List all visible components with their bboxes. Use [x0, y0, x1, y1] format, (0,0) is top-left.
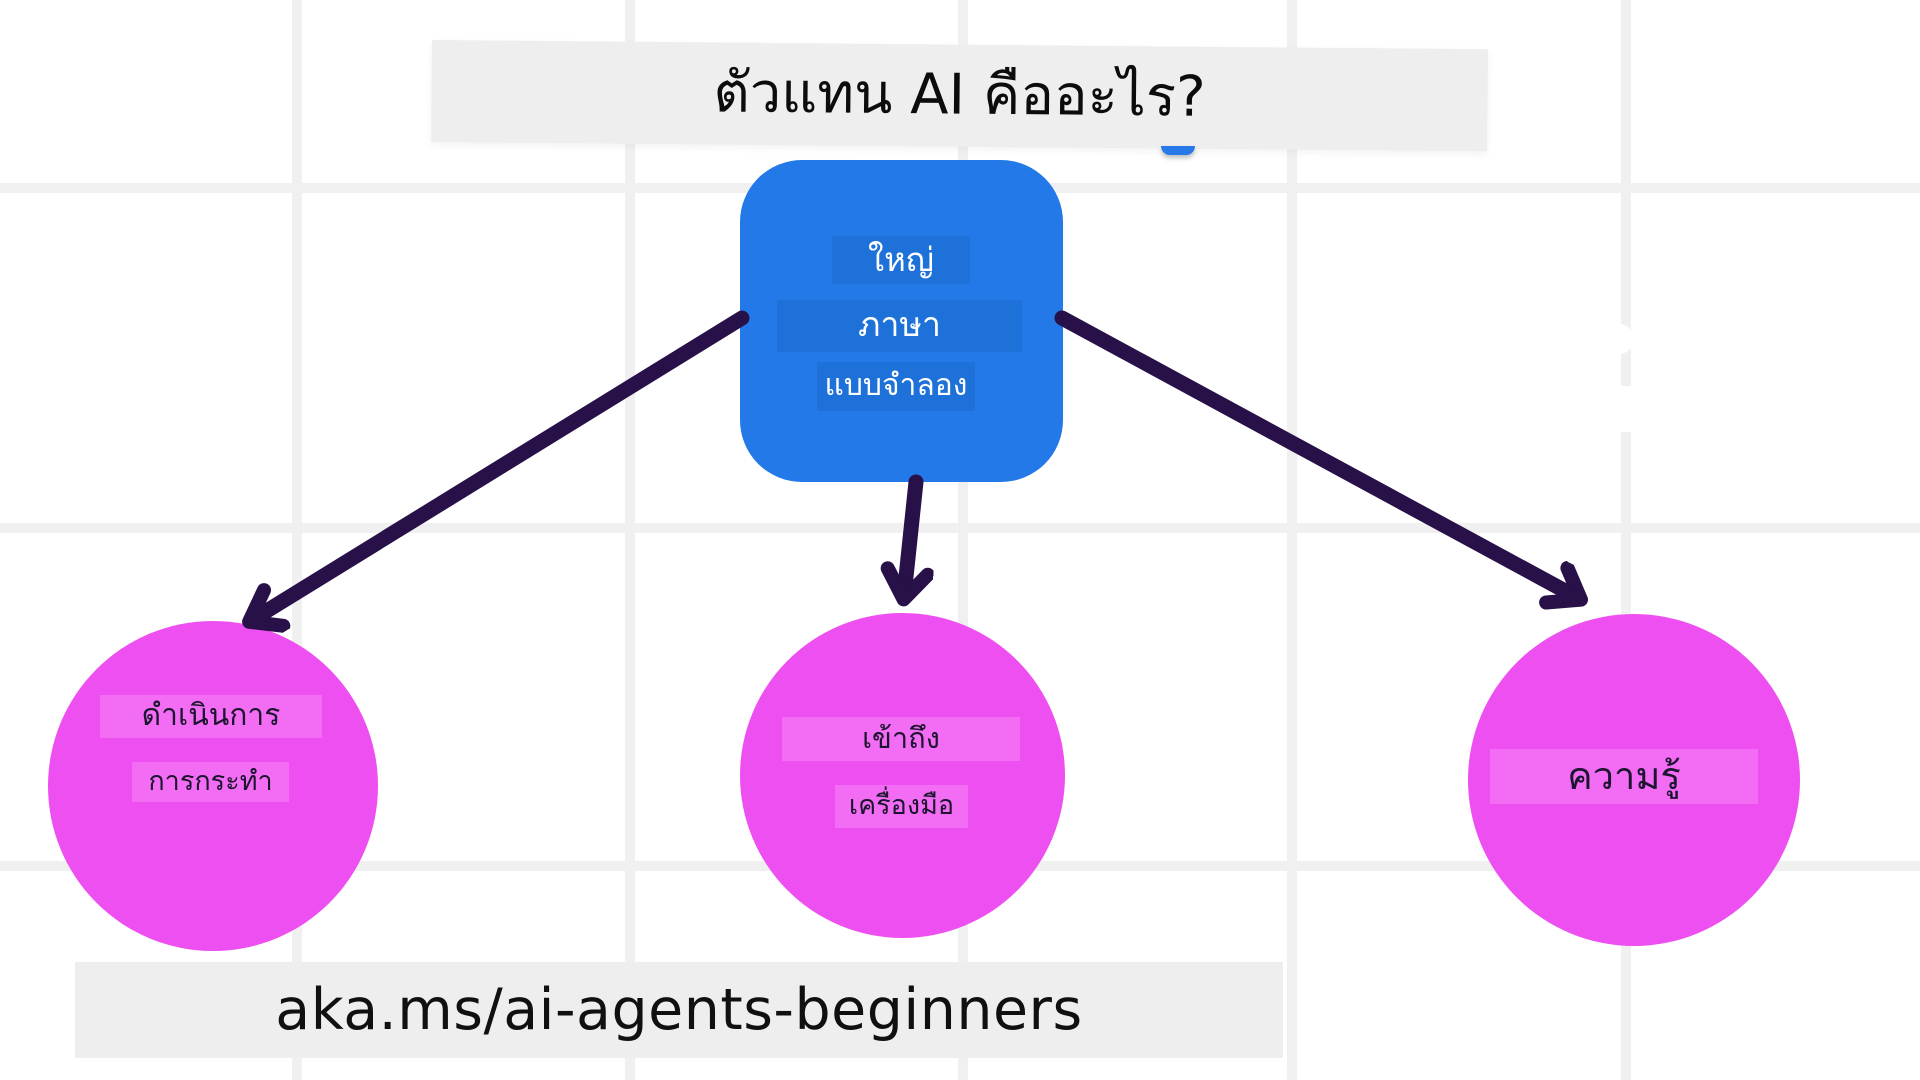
footer-banner: aka.ms/ai-agents-beginners	[75, 962, 1283, 1058]
grid-line-horizontal	[0, 523, 1920, 533]
llm-line-model: แบบจำลอง	[817, 362, 975, 411]
tools-line-1: เข้าถึง	[782, 717, 1020, 761]
arrow-llm-to-tools	[904, 474, 916, 596]
grid-line-vertical	[625, 0, 635, 1080]
blue-dot-peeking	[1161, 146, 1195, 155]
white-text-remnant	[1604, 324, 1634, 354]
arrow-llm-to-knowledge	[1054, 310, 1578, 598]
arrow-llm-to-actions	[252, 310, 750, 620]
grid-line-vertical	[1287, 0, 1297, 1080]
llm-line-language: ภาษา	[777, 300, 1022, 352]
title-banner: ตัวแทน AI คืออะไร?	[431, 40, 1488, 152]
grid-line-vertical	[958, 0, 968, 1080]
actions-line-2: การกระทำ	[132, 762, 289, 802]
node-tools-circle	[740, 613, 1065, 938]
actions-line-1: ดำเนินการ	[100, 695, 322, 738]
footer-url: aka.ms/ai-agents-beginners	[275, 977, 1083, 1043]
page-title: ตัวแทน AI คืออะไร?	[713, 60, 1206, 130]
grid-line-vertical	[1621, 0, 1631, 1080]
tools-line-2: เครื่องมือ	[835, 785, 968, 828]
knowledge-line-1: ความรู้	[1490, 749, 1758, 804]
llm-line-large: ใหญ่	[832, 236, 970, 284]
white-text-remnant	[1607, 386, 1639, 432]
